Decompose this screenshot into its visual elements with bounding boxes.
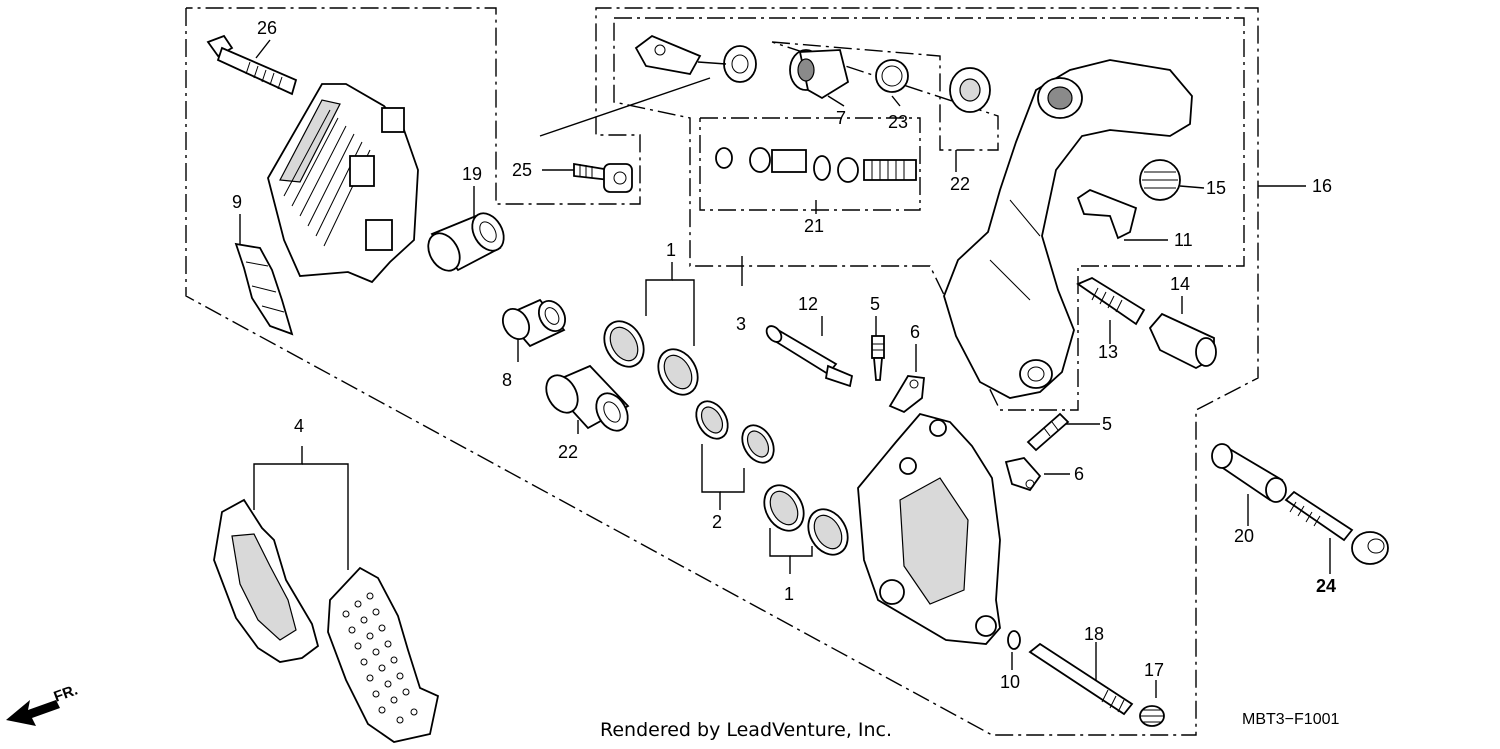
pin-18-part xyxy=(1028,642,1134,716)
bolt-26-part xyxy=(206,34,298,96)
bolt-25-part xyxy=(573,162,633,193)
bleeder-screw-upper-part xyxy=(871,335,885,381)
plug-17-part xyxy=(1139,705,1165,727)
callout-22-lower: 22 xyxy=(558,442,578,462)
front-direction-arrow-icon xyxy=(6,700,60,726)
callout-2: 2 xyxy=(712,512,722,532)
pin-assembly-part xyxy=(634,34,757,83)
callout-5-upper: 5 xyxy=(870,294,880,314)
sleeve-22-part xyxy=(545,364,630,432)
callout-9: 9 xyxy=(232,192,242,212)
slide-pin-12-part xyxy=(765,325,854,388)
callout-13: 13 xyxy=(1098,342,1118,362)
callout-4: 4 xyxy=(294,416,304,436)
spring-clip-11-part xyxy=(1076,188,1138,240)
callout-25: 25 xyxy=(512,160,532,180)
caliper-assembly-outline xyxy=(185,7,1259,736)
leader-lines xyxy=(239,39,1331,698)
callout-26: 26 xyxy=(257,18,277,38)
boot-7-part xyxy=(789,49,850,100)
callout-11: 11 xyxy=(1174,230,1193,250)
washer-10-part xyxy=(1007,630,1021,650)
clip-23-part xyxy=(875,59,909,93)
bleeder-cap-upper-part xyxy=(888,375,925,414)
bolt-24-part xyxy=(1284,490,1389,565)
callout-numbers: 26 19 25 9 1 3 8 22 4 2 1 12 5 6 5 6 13 … xyxy=(232,18,1336,692)
pin-boot-15-part xyxy=(1139,159,1181,201)
callout-16: 16 xyxy=(1312,176,1332,196)
callout-17: 17 xyxy=(1144,660,1164,680)
bracket-assembly-outline xyxy=(613,17,1245,411)
callout-24: 24 xyxy=(1316,576,1336,596)
sleeve-8-part xyxy=(501,298,567,348)
seal-kit-21-part xyxy=(715,147,917,183)
callout-6-upper: 6 xyxy=(910,322,920,342)
callout-15: 15 xyxy=(1206,178,1226,198)
sleeve-19-part xyxy=(427,212,505,272)
callout-7: 7 xyxy=(836,108,846,128)
seal-kit-outline xyxy=(699,41,999,211)
callout-23: 23 xyxy=(888,112,908,132)
callout-14: 14 xyxy=(1170,274,1190,294)
diagram-code: MBT3−F1001 xyxy=(1242,711,1339,728)
callout-21: 21 xyxy=(804,216,824,236)
callout-5-lower: 5 xyxy=(1102,414,1112,434)
pin-13-part xyxy=(1076,276,1146,326)
caliper-bracket-part xyxy=(943,59,1193,399)
rendered-by-text: Rendered by LeadVenture, Inc. xyxy=(600,719,892,741)
bleeder-cap-lower-part xyxy=(1004,457,1042,492)
callout-6-lower: 6 xyxy=(1074,464,1084,484)
callout-18: 18 xyxy=(1084,624,1104,644)
callout-20: 20 xyxy=(1234,526,1254,546)
sleeve-20-part xyxy=(1211,443,1287,503)
callout-3: 3 xyxy=(736,314,746,334)
pad-backing-holes xyxy=(342,592,418,724)
seal-22-upper-part xyxy=(949,67,991,113)
pad-clip-9-part xyxy=(234,242,294,336)
bleeder-screw-lower-part xyxy=(1026,412,1070,452)
callout-22-upper: 22 xyxy=(950,174,970,194)
callout-10: 10 xyxy=(1000,672,1020,692)
callout-1-lower: 1 xyxy=(784,584,794,604)
brake-pads-part xyxy=(213,498,440,743)
caliper-cover-part xyxy=(267,83,419,284)
caliper-body-part xyxy=(857,412,1001,645)
seal-rings-part xyxy=(603,320,849,556)
pin-14-part xyxy=(1148,312,1217,370)
front-direction-label: FR. xyxy=(52,682,81,706)
callout-1-upper: 1 xyxy=(666,240,676,260)
callout-12: 12 xyxy=(798,294,818,314)
callout-8: 8 xyxy=(502,370,512,390)
callout-19: 19 xyxy=(462,164,482,184)
